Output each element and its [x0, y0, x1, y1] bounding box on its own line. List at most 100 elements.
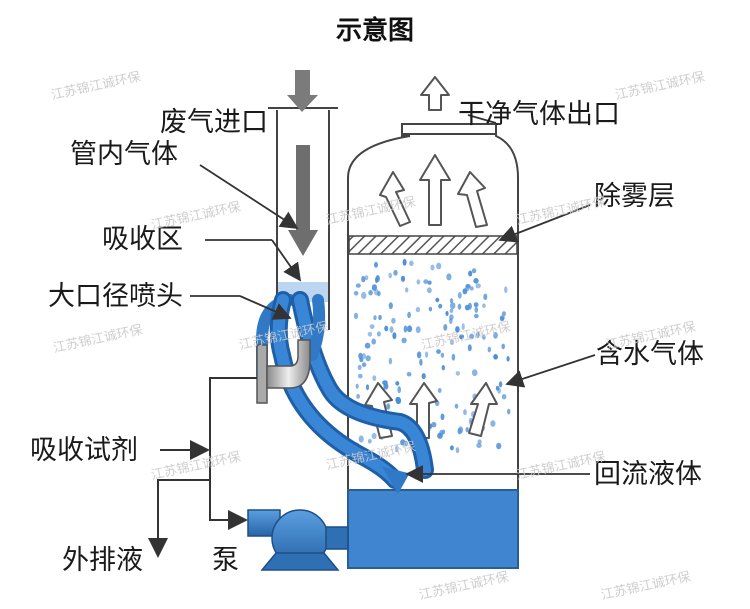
droplet: [498, 381, 503, 388]
droplet: [362, 353, 366, 359]
droplet: [409, 260, 414, 267]
droplet: [493, 332, 498, 339]
nozzle: [256, 339, 311, 404]
droplet: [506, 356, 510, 362]
droplet: [397, 386, 402, 394]
pipe-gas-arrow-icon: [288, 145, 318, 256]
droplet: [427, 280, 432, 285]
droplet: [436, 349, 441, 354]
droplet: [458, 426, 464, 434]
droplet: [358, 435, 364, 443]
droplet: [461, 323, 465, 330]
outlet-flange: [401, 123, 497, 135]
droplet: [493, 354, 498, 360]
droplet: [457, 303, 462, 310]
tower-arrow-icon: [468, 382, 498, 437]
droplet: [477, 439, 482, 445]
droplet: [504, 286, 508, 294]
label-discharge: 外排液: [62, 545, 143, 576]
droplet: [471, 369, 478, 377]
droplet: [388, 357, 393, 365]
droplet: [415, 326, 421, 334]
droplet: [451, 353, 456, 361]
droplet: [455, 371, 460, 376]
droplet: [361, 362, 367, 368]
droplet: [421, 373, 426, 380]
liquid-flow: [256, 291, 434, 495]
droplet: [450, 445, 454, 451]
droplet: [400, 439, 406, 446]
label-demister: 除雾层: [594, 181, 675, 212]
droplet: [388, 302, 393, 310]
droplet: [438, 303, 443, 309]
droplet: [353, 291, 359, 296]
droplet: [490, 420, 496, 427]
droplet: [430, 264, 435, 271]
droplet: [389, 326, 394, 333]
label-pipe-gas: 管内气体: [70, 139, 178, 170]
droplet: [463, 409, 467, 416]
droplet: [507, 408, 511, 415]
droplet: [355, 283, 361, 288]
droplet: [405, 287, 409, 293]
droplet: [356, 394, 360, 399]
droplet: [358, 373, 363, 379]
droplet: [378, 314, 382, 321]
droplet: [457, 292, 462, 299]
droplet: [471, 268, 477, 274]
droplet: [371, 432, 377, 440]
droplet: [499, 315, 505, 320]
droplet: [482, 303, 486, 309]
droplet: [374, 261, 378, 268]
droplet: [467, 344, 472, 352]
droplet: [469, 333, 475, 340]
droplet: [476, 443, 482, 448]
droplet: [416, 351, 422, 359]
droplet: [496, 442, 502, 450]
inlet-arrow-icon: [287, 70, 318, 112]
droplet: [440, 413, 445, 421]
droplet: [501, 394, 507, 400]
page-title: 示意图: [335, 16, 414, 46]
droplet: [450, 302, 456, 310]
label-nozzle: 大口径喷头: [48, 281, 183, 312]
droplet: [373, 315, 377, 321]
droplet: [369, 324, 375, 329]
droplet: [441, 365, 445, 371]
label-exhaust-inlet: 废气进口: [160, 107, 268, 138]
droplet: [475, 283, 481, 289]
droplet: [437, 388, 442, 393]
label-absorbent: 吸收试剂: [30, 435, 138, 466]
label-water-gas: 含水气体: [596, 339, 704, 370]
tower-arrow-icon: [379, 171, 411, 227]
droplet: [465, 427, 469, 433]
droplet: [382, 380, 388, 386]
droplet: [501, 343, 506, 350]
droplet: [364, 342, 371, 349]
droplet: [416, 279, 421, 285]
droplet: [372, 375, 377, 381]
droplet: [401, 337, 407, 344]
droplet: [449, 314, 454, 320]
droplet: [483, 293, 488, 300]
droplet: [473, 302, 479, 308]
droplet: [374, 289, 380, 296]
droplet: [392, 332, 397, 340]
droplet: [361, 275, 366, 283]
droplet: [468, 270, 473, 277]
droplet: [482, 334, 486, 340]
label-reflux-liquid: 回流液体: [594, 459, 702, 490]
droplet: [423, 279, 429, 284]
droplet: [439, 429, 444, 437]
droplet: [406, 325, 413, 333]
outlet-arrow-icon: [420, 76, 450, 111]
droplet: [473, 313, 479, 319]
droplet: [435, 297, 440, 303]
droplet: [358, 352, 363, 360]
label-clean-gas-outlet: 干净气体出口: [458, 99, 620, 130]
droplet: [361, 291, 367, 300]
droplet: [443, 324, 448, 331]
droplet: [353, 312, 359, 320]
demister-layer: [348, 235, 518, 255]
